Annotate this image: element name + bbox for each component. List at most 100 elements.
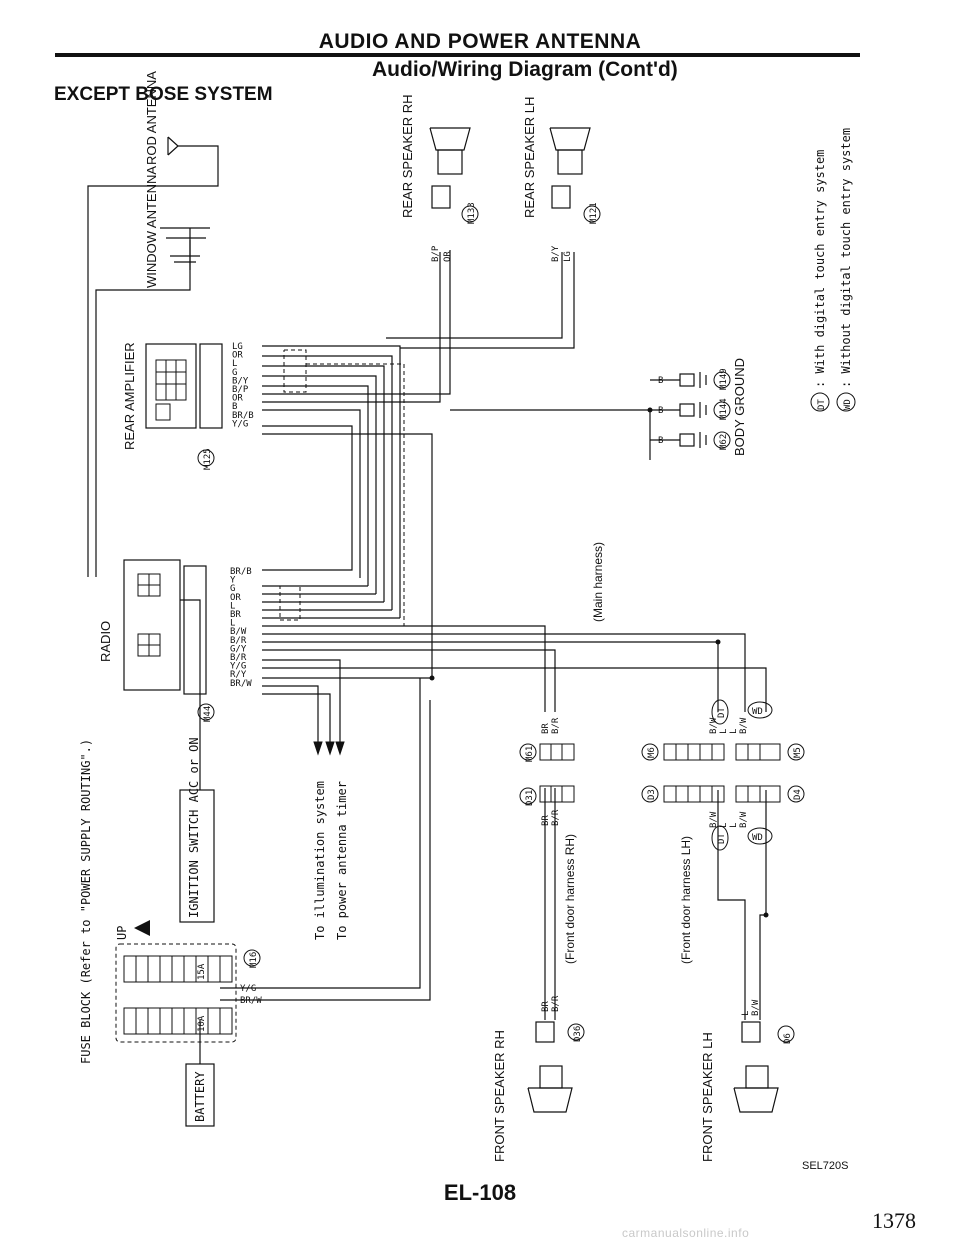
rearSpkLhLabels-label-1: LG — [563, 251, 573, 262]
watermark: carmanualsonline.info — [622, 1226, 750, 1240]
wire-ign — [180, 599, 201, 790]
radioLabels-label-4: L — [230, 601, 235, 611]
legend-dt-text: : With digital touch entry system — [813, 150, 827, 388]
rear-amp-connector-id: M125 — [203, 448, 213, 470]
radioLabels-label-9: G/Y — [230, 644, 247, 654]
front-lh-connectors — [663, 743, 781, 803]
ignition-switch-box — [179, 789, 215, 923]
rearAmpLabels-label-0: LG — [232, 342, 243, 352]
wire-radio-br3 — [262, 667, 767, 712]
wire-front-lh-bw — [759, 790, 767, 1020]
d4-tag — [787, 785, 805, 803]
radioLabels-label-8: B/R — [230, 636, 247, 646]
battery-label: BATTERY — [193, 1071, 207, 1122]
front-speaker-rh-label: FRONT SPEAKER RH — [492, 1030, 507, 1162]
frontLhLabels-label-1: L — [719, 729, 729, 734]
radioLabels-label-11: Y/G — [230, 662, 246, 672]
legend-wd-tag-text: WD — [843, 399, 853, 410]
wire-rear-amp-bp — [262, 252, 441, 403]
main-harness-label: (Main harness) — [591, 542, 605, 622]
legend-wd-tag — [836, 392, 856, 412]
rear-amp-plug — [199, 343, 223, 429]
ground-connector-id-1: M144 — [719, 398, 729, 420]
rear-speaker-lh-label: REAR SPEAKER LH — [522, 97, 537, 218]
rearSpkLhLabels-label-0: B/Y — [551, 245, 561, 262]
conn-m6: M6 — [647, 747, 657, 758]
rearAmpLabels-label-3: G — [232, 368, 237, 378]
front-speaker-lh-label: FRONT SPEAKER LH — [700, 1032, 715, 1162]
rear-amp-connector-tag — [197, 449, 215, 467]
ground-connector-id-0: M149 — [719, 368, 729, 390]
ground-symbols — [679, 372, 707, 448]
radioLabels-label-5: BR — [230, 610, 241, 620]
ground-connector-tag-1 — [713, 401, 731, 419]
wire-rear-amp-5 — [262, 385, 369, 586]
junction-dots — [429, 407, 769, 918]
frontLhLabels-label-3: B/W — [739, 811, 749, 828]
rearAmpLabels-label-2: L — [232, 359, 237, 369]
radioLabels-label-3: OR — [230, 593, 241, 603]
m61-tag — [519, 743, 537, 761]
rear-speaker-rh-icon — [429, 127, 471, 209]
sheet-number: 1378 — [872, 1208, 916, 1233]
fuse-block-label: FUSE BLOCK (Refer to "POWER SUPPLY ROUTI… — [79, 739, 93, 1064]
legend-dt-tag — [810, 392, 830, 412]
wire-rear-amp-brb — [262, 425, 353, 571]
frontRhLabels-label-0: BR — [541, 723, 551, 734]
ground-wire-labels: BBB — [658, 376, 663, 446]
front-speaker-lh-connector-id: D6 — [783, 1033, 793, 1044]
wd-tag-upper — [747, 701, 773, 719]
frontLhLabels-label-0: B/W — [709, 717, 719, 734]
rear-amp-connector-icon — [155, 359, 187, 421]
page-number: EL-108 — [443, 1180, 517, 1205]
body-ground-label: BODY GROUND — [732, 358, 747, 456]
ground-connector-tag-0 — [713, 371, 731, 389]
rear-amplifier-box — [145, 343, 197, 429]
up-arrow-icon — [134, 920, 150, 936]
wd-tag-upper-text: WD — [752, 707, 763, 717]
fuseLabels-label-0: Y/G — [240, 984, 256, 994]
wd-tag-lower — [747, 827, 773, 845]
radioLabels-label-0: BR/B — [230, 567, 252, 577]
frontLhLabels-label-1: L — [719, 823, 729, 828]
shielded-wires — [279, 349, 405, 626]
radioLabels-label-1: Y — [230, 576, 236, 586]
conn-d31: D31 — [525, 790, 535, 806]
front-door-lh-harness-label: (Front door harness LH) — [679, 836, 693, 964]
rear-speaker-rh-label: REAR SPEAKER RH — [400, 94, 415, 218]
m5-tag — [787, 743, 805, 761]
wire-rear-amp-bus — [262, 345, 401, 618]
legend: DT : With digital touch entry system WD … — [810, 128, 856, 412]
shield-radio — [279, 585, 301, 621]
d31-tag — [519, 787, 537, 805]
wire-fuse-brw — [220, 700, 431, 1001]
wd-tag-lower-text: WD — [752, 833, 763, 843]
battery-box — [185, 1063, 215, 1127]
dt-tag-lower — [711, 825, 729, 851]
wire-rear-amp-or — [262, 409, 361, 578]
groundLabels-label-0: B — [658, 376, 663, 386]
ground-connector-id-2: M62 — [719, 434, 729, 450]
legend-dt-tag-text: DT — [817, 399, 827, 410]
wire-radio-gy — [262, 659, 341, 742]
radio-connector-icon — [137, 573, 161, 657]
groundLabels-label-2: B — [658, 436, 663, 446]
frontRhLabels-label-1: B/R — [551, 995, 561, 1012]
radioLabels-label-7: B/W — [230, 627, 247, 637]
wire-radio-ry — [262, 685, 319, 742]
rearAmpLabels-label-1: OR — [232, 351, 243, 361]
arrows-to-systems — [313, 741, 345, 756]
dt-tag-upper — [711, 699, 729, 725]
window-antenna-label: WINDOW ANTENNA — [144, 166, 159, 288]
wire-ground — [450, 409, 651, 460]
wire-rear-amp-by — [262, 250, 451, 395]
rearAmpLabels-label-4: B/Y — [232, 376, 249, 386]
ignition-switch-label: IGNITION SWITCH ACC or ON — [187, 737, 201, 918]
radioLabels-label-6: L — [230, 619, 235, 629]
conn-m5: M5 — [793, 747, 803, 758]
